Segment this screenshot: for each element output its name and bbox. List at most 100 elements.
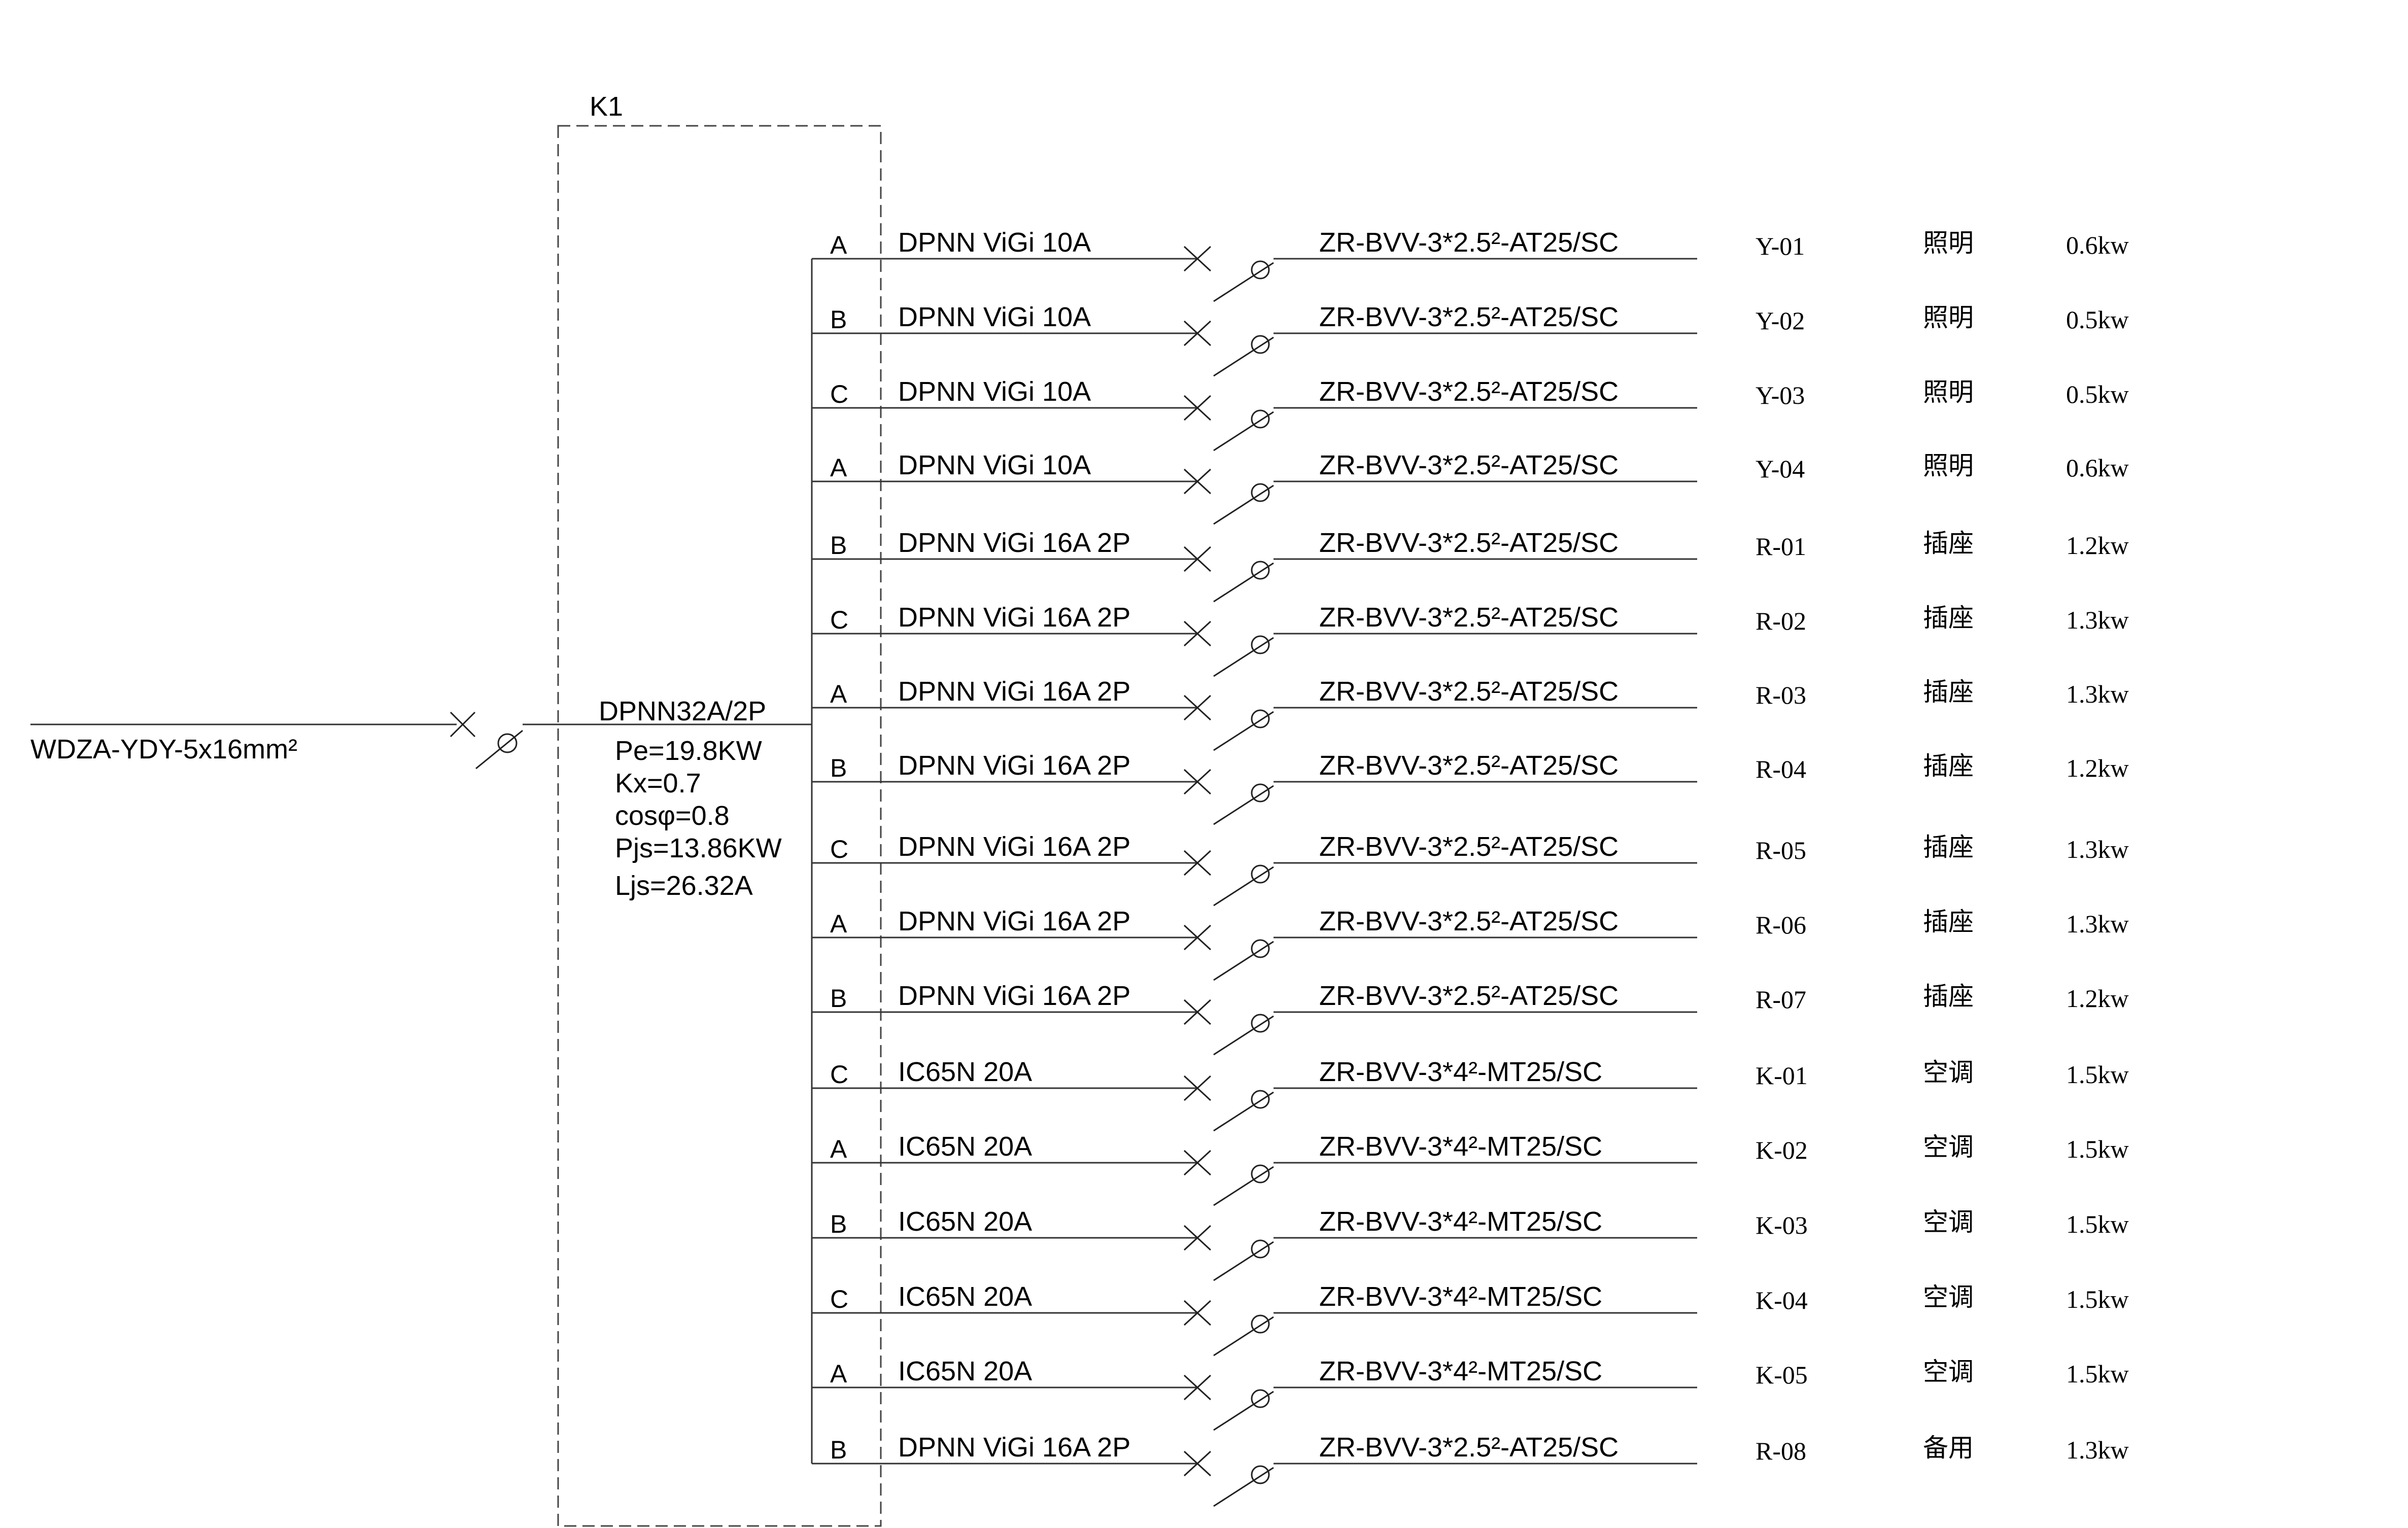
breaker-label: DPNN ViGi 16A 2P: [898, 528, 1130, 558]
breaker-label: DPNN ViGi 16A 2P: [898, 1432, 1130, 1463]
circuit-id: R-05: [1756, 836, 1806, 864]
phase-label: A: [830, 680, 847, 708]
circuit-id: K-03: [1756, 1211, 1808, 1239]
panel-name: K1: [590, 91, 623, 122]
phase-label: B: [830, 984, 847, 1013]
breaker-symbol: [1183, 694, 1274, 751]
cable-label: ZR-BVV-3*2.5²-AT25/SC: [1319, 981, 1619, 1011]
cable-label: ZR-BVV-3*4²-MT25/SC: [1319, 1356, 1602, 1386]
circuit-id: Y-02: [1756, 306, 1805, 335]
breaker-label: DPNN ViGi 10A: [898, 450, 1091, 480]
cable-label: ZR-BVV-3*4²-MT25/SC: [1319, 1131, 1602, 1162]
circuit-id: K-02: [1756, 1136, 1808, 1164]
breaker-label: IC65N 20A: [898, 1131, 1032, 1162]
breaker-symbol: [1183, 620, 1274, 677]
panel-enclosure: [557, 125, 882, 1527]
load-type: 插座: [1923, 604, 1974, 632]
load-type: 插座: [1923, 982, 1974, 1011]
breaker-symbol: [1183, 320, 1274, 377]
param-ljs: Ljs=26.32A: [615, 871, 753, 901]
load-power: 1.2kw: [2066, 531, 2129, 560]
breaker-symbol: [1183, 1300, 1274, 1357]
load-power: 1.5kw: [2066, 1210, 2129, 1238]
phase-label: B: [830, 531, 847, 560]
incoming-cable-label: WDZA-YDY-5x16mm²: [30, 734, 297, 765]
breaker-symbol: [1183, 924, 1274, 981]
breaker-symbol: [1183, 769, 1274, 825]
cable-label: ZR-BVV-3*4²-MT25/SC: [1319, 1281, 1602, 1312]
load-power: 1.3kw: [2066, 1436, 2129, 1464]
load-power: 0.5kw: [2066, 380, 2129, 408]
cable-label: ZR-BVV-3*2.5²-AT25/SC: [1319, 302, 1619, 332]
load-type: 插座: [1923, 833, 1974, 861]
load-power: 1.3kw: [2066, 910, 2129, 938]
circuit-id: K-05: [1756, 1361, 1808, 1389]
circuit-id: R-07: [1756, 985, 1806, 1014]
phase-label: C: [830, 835, 848, 863]
phase-label: B: [830, 754, 847, 782]
cable-label: ZR-BVV-3*2.5²-AT25/SC: [1319, 831, 1619, 862]
circuit-id: R-02: [1756, 607, 1806, 635]
param-pjs: Pjs=13.86KW: [615, 833, 782, 863]
phase-label: C: [830, 1285, 848, 1313]
load-type: 照明: [1923, 229, 1974, 257]
load-power: 1.3kw: [2066, 606, 2129, 634]
load-type: 插座: [1923, 752, 1974, 780]
load-power: 1.5kw: [2066, 1360, 2129, 1388]
phase-label: B: [830, 1210, 847, 1238]
circuit-id: R-08: [1756, 1437, 1806, 1465]
breaker-label: DPNN ViGi 16A 2P: [898, 906, 1130, 936]
cable-label: ZR-BVV-3*2.5²-AT25/SC: [1319, 450, 1619, 480]
load-type: 插座: [1923, 678, 1974, 706]
breaker-label: IC65N 20A: [898, 1206, 1032, 1237]
breaker-label: DPNN ViGi 10A: [898, 302, 1091, 332]
cable-label: ZR-BVV-3*2.5²-AT25/SC: [1319, 528, 1619, 558]
circuit-row: B IC65N 20A ZR-BVV-3*4²-MT25/SC K-03 空调 1.5kw: [812, 1206, 2129, 1281]
breaker-symbol: [1183, 1374, 1274, 1431]
breaker-label: IC65N 20A: [898, 1281, 1032, 1312]
breaker-label: IC65N 20A: [898, 1356, 1032, 1386]
load-type: 插座: [1923, 908, 1974, 936]
circuit-id: K-01: [1756, 1061, 1808, 1090]
phase-label: A: [830, 910, 847, 938]
cable-label: ZR-BVV-3*2.5²-AT25/SC: [1319, 906, 1619, 936]
load-type: 空调: [1923, 1058, 1974, 1087]
breaker-label: DPNN ViGi 10A: [898, 227, 1091, 258]
phase-label: C: [830, 606, 848, 634]
cable-label: ZR-BVV-3*4²-MT25/SC: [1319, 1206, 1602, 1237]
param-kx: Kx=0.7: [615, 768, 701, 798]
circuit-id: Y-01: [1756, 232, 1805, 260]
load-type: 备用: [1923, 1434, 1974, 1462]
load-type: 照明: [1923, 452, 1974, 480]
cable-label: ZR-BVV-3*2.5²-AT25/SC: [1319, 602, 1619, 633]
breaker-symbol: [1183, 850, 1274, 907]
load-type: 空调: [1923, 1283, 1974, 1311]
load-power: 1.2kw: [2066, 754, 2129, 782]
cable-label: ZR-BVV-3*2.5²-AT25/SC: [1319, 750, 1619, 781]
load-power: 1.3kw: [2066, 835, 2129, 863]
breaker-symbol: [1183, 1075, 1274, 1132]
phase-label: C: [830, 380, 848, 408]
cable-label: ZR-BVV-3*2.5²-AT25/SC: [1319, 1432, 1619, 1463]
breaker-symbol: [1183, 468, 1274, 525]
param-cos-phi: cosφ=0.8: [615, 801, 730, 831]
breaker-symbol: [1183, 546, 1274, 603]
load-type: 空调: [1923, 1208, 1974, 1236]
load-power: 1.5kw: [2066, 1060, 2129, 1089]
cable-label: ZR-BVV-3*2.5²-AT25/SC: [1319, 376, 1619, 407]
breaker-symbol: [1183, 999, 1274, 1056]
breaker-symbol: [1183, 1225, 1274, 1281]
cable-label: ZR-BVV-3*2.5²-AT25/SC: [1319, 227, 1619, 258]
